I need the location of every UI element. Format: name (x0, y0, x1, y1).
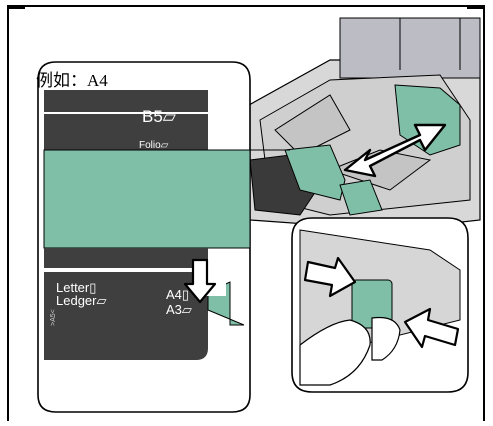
corner-mark-left (7, 5, 25, 9)
example-caption: 例如：A4 (36, 66, 108, 91)
folio-label: Folio▱ (139, 140, 168, 151)
b5-label: B5▱ (142, 107, 176, 127)
a3-label: A3▱ (166, 302, 192, 318)
divider-line (44, 112, 214, 114)
inset-detail (292, 218, 468, 392)
a5-label: >A5< (50, 309, 57, 326)
ledger-label: Ledger▱ (56, 294, 106, 307)
a4-label: A4▯ (166, 287, 189, 303)
corner-mark-right (467, 5, 485, 9)
